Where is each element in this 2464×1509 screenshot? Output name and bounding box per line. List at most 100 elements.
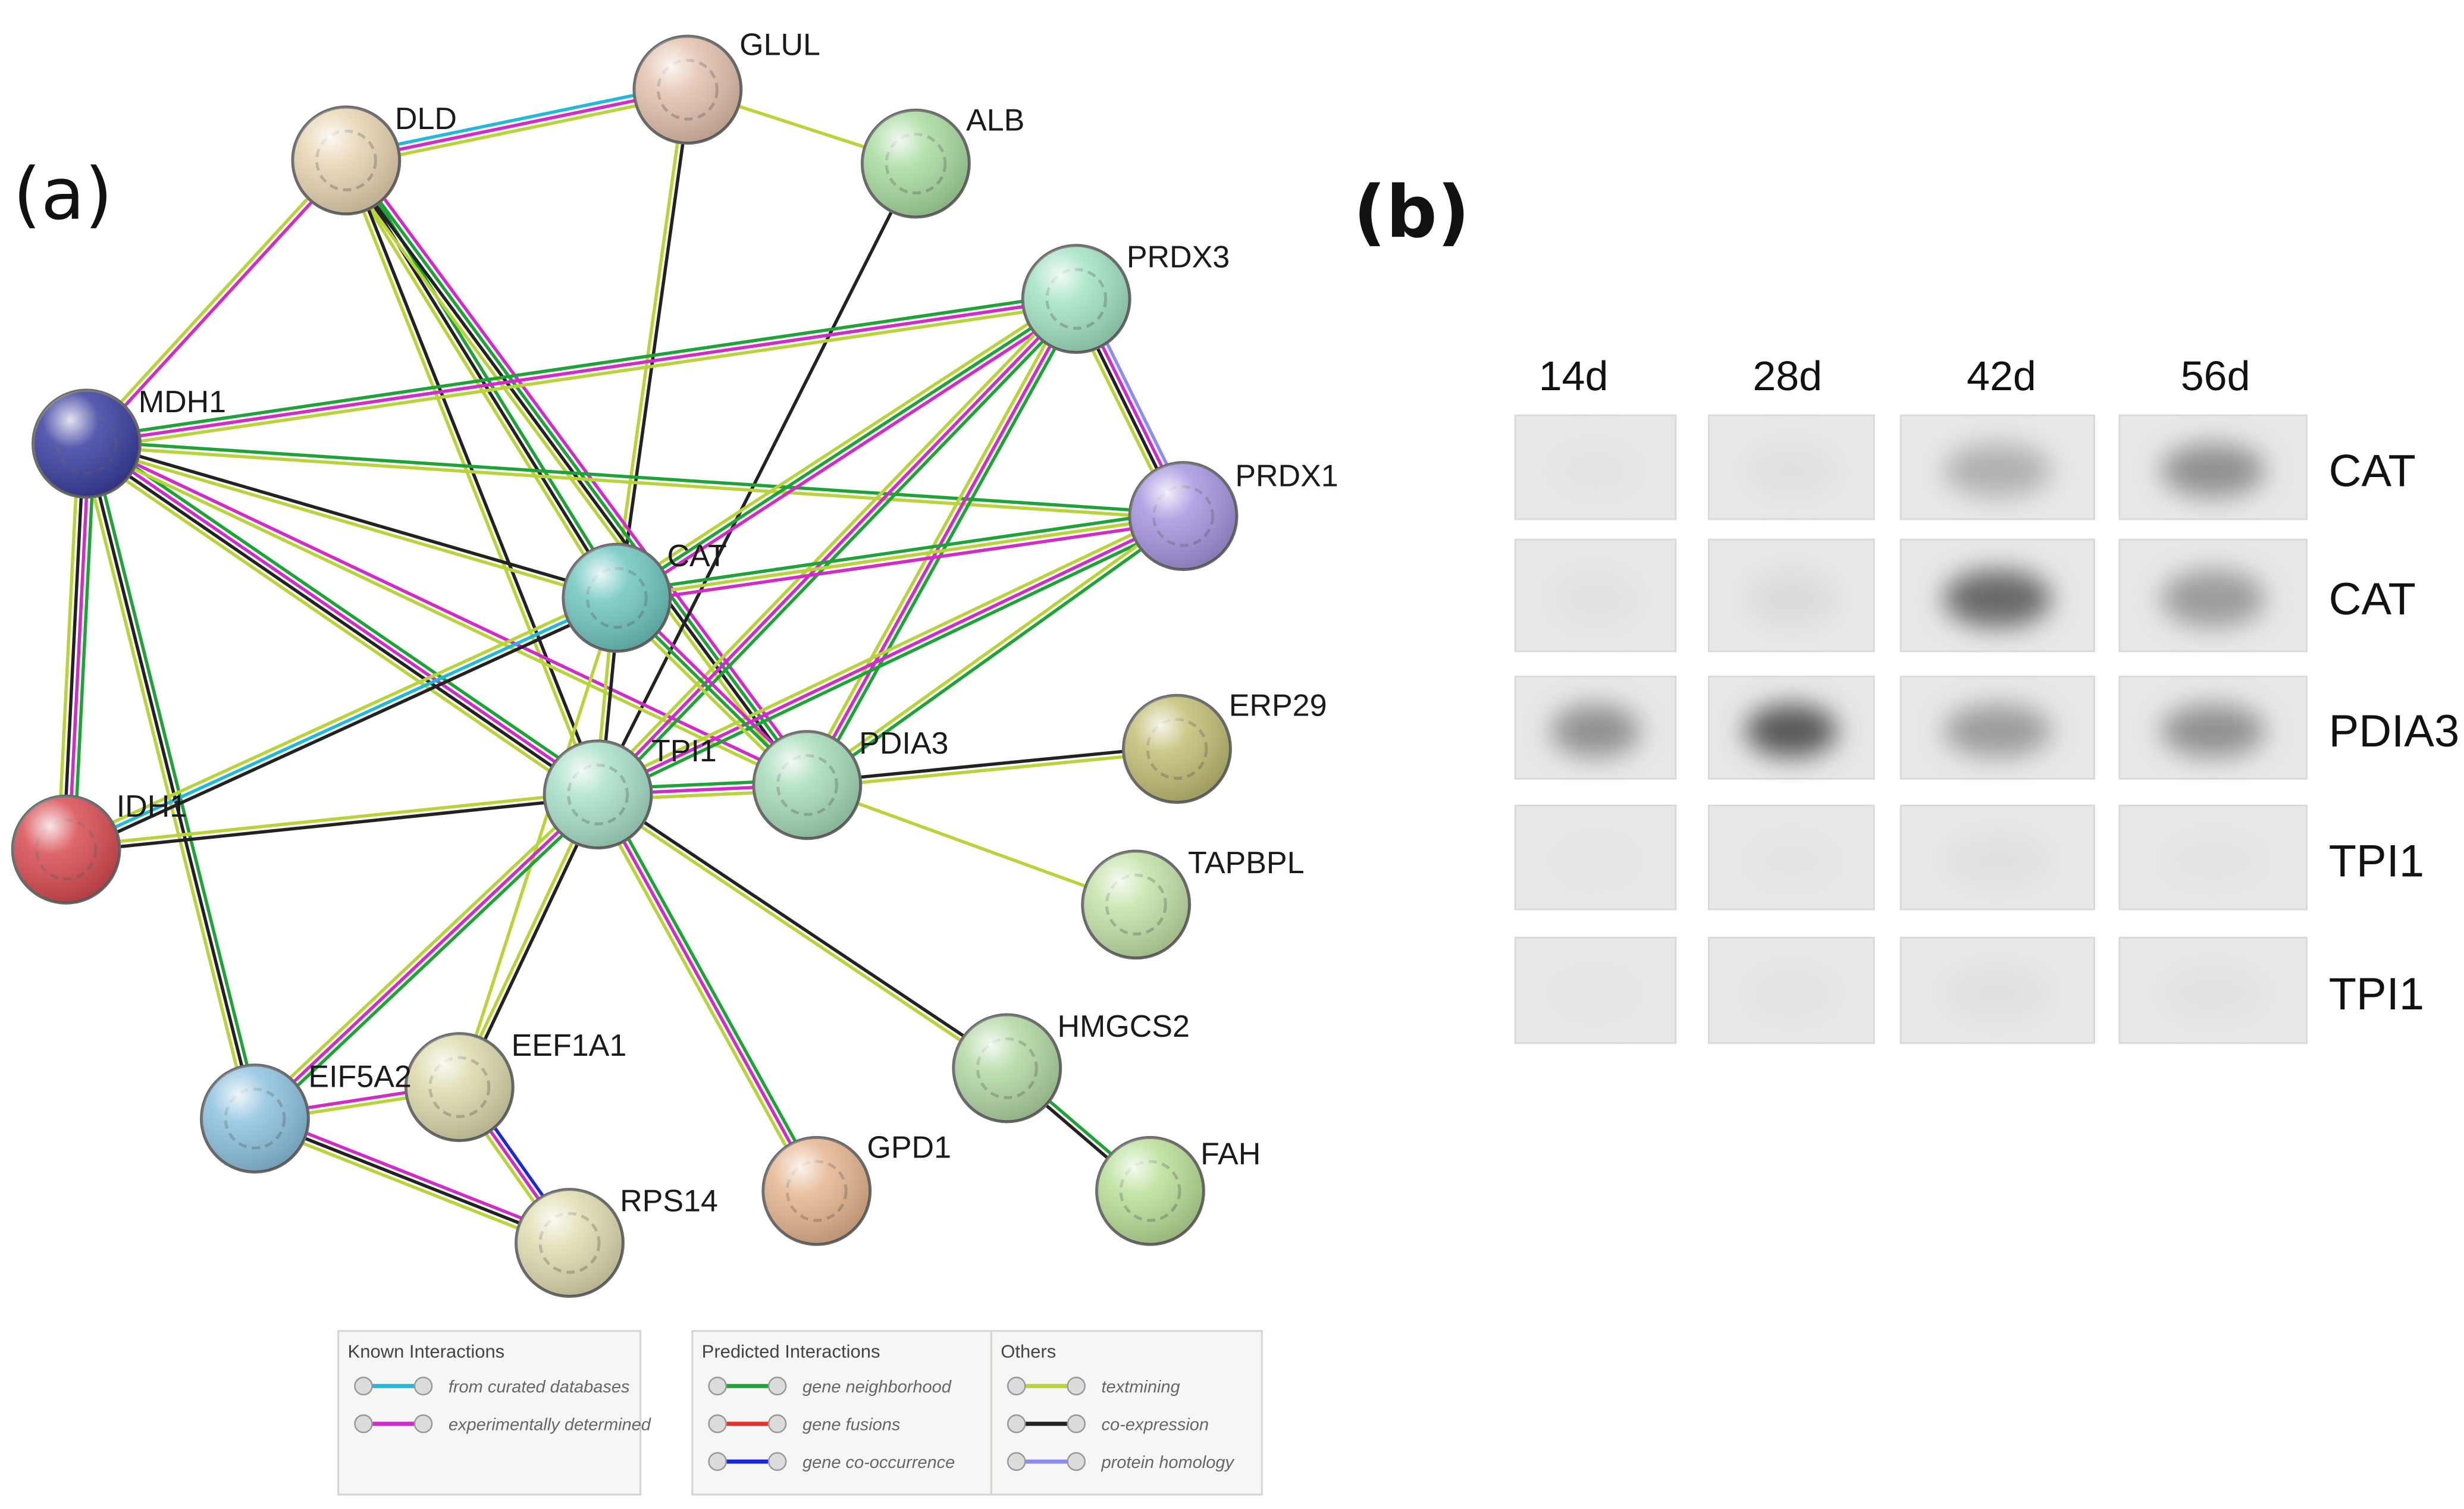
edge-line-textmining xyxy=(64,790,600,849)
blot-band xyxy=(1550,443,1641,498)
node-eif5a2[interactable]: EIF5A2 xyxy=(200,1060,412,1174)
node-gloss xyxy=(1082,851,1190,958)
edge-tpi1-hmgcs2 xyxy=(594,790,1011,1072)
edge-mdh1-eif5a2 xyxy=(79,440,262,1122)
edge-line-textmining xyxy=(805,783,1138,906)
edge-line-coexpression xyxy=(85,439,619,597)
node-dld[interactable]: DLD xyxy=(291,102,457,216)
node-gloss xyxy=(516,1189,623,1297)
node-erp29[interactable]: ERP29 xyxy=(1122,688,1327,804)
blot-row-label: TPI1 xyxy=(2329,836,2425,886)
node-label: MDH1 xyxy=(139,385,226,419)
blot-band xyxy=(1745,704,1838,758)
legend-dot xyxy=(767,1414,787,1433)
edge-prdx3-cat xyxy=(612,293,1081,604)
node-label: PRDX1 xyxy=(1235,459,1338,493)
node-glul[interactable]: GLUL xyxy=(632,28,820,145)
node-fah[interactable]: FAH xyxy=(1095,1135,1261,1246)
node-gloss xyxy=(1023,245,1130,353)
edge-line-textmining xyxy=(615,514,1185,600)
edge-dld-tpi1 xyxy=(341,158,603,798)
edge-line-coexpression xyxy=(596,162,918,796)
node-rps14[interactable]: RPS14 xyxy=(515,1184,718,1298)
edge-line-textmining xyxy=(594,509,1183,792)
edge-line-neighborhood xyxy=(85,439,1186,515)
node-gloss xyxy=(1130,462,1237,570)
legend-title: Others xyxy=(1001,1341,1056,1362)
edge-line-experimental xyxy=(617,302,1081,604)
blot-band xyxy=(1943,569,2052,628)
node-tapbpl[interactable]: TAPBPL xyxy=(1081,846,1305,960)
edge-line-coexpression xyxy=(805,744,1178,785)
node-label: EEF1A1 xyxy=(512,1028,627,1063)
node-cat[interactable]: CAT xyxy=(562,539,727,653)
legend-swatch-experimental xyxy=(354,1414,433,1433)
edge-line-neighborhood xyxy=(600,301,1082,800)
edge-pdia3-erp29 xyxy=(805,744,1179,790)
blot-row-label: PDIA3 xyxy=(2329,706,2460,757)
node-hmgcs2[interactable]: HMGCS2 xyxy=(952,1009,1190,1124)
edge-line-experimental xyxy=(87,161,350,447)
node-gloss xyxy=(292,106,400,214)
blot-band xyxy=(2161,569,2266,628)
node-pdia3[interactable]: PDIA3 xyxy=(752,726,949,840)
edge-line-neighborhood xyxy=(84,291,1077,440)
edge-tpi1-eif5a2 xyxy=(249,789,604,1124)
node-tpi1[interactable]: TPI1 xyxy=(543,734,717,850)
node-gloss xyxy=(33,390,140,497)
blot-band xyxy=(1745,443,1838,498)
node-idh1[interactable]: IDH1 xyxy=(11,789,187,905)
node-gloss xyxy=(1123,695,1231,802)
legend-item-label: protein homology xyxy=(1101,1453,1235,1472)
legend-dot xyxy=(708,1452,727,1472)
legend-box xyxy=(337,1330,642,1496)
blot-band xyxy=(2161,704,2266,758)
node-mdh1[interactable]: MDH1 xyxy=(32,385,227,499)
edge-prdx1-tpi1 xyxy=(594,509,1187,801)
edge-line-neighborhood xyxy=(807,516,1187,789)
node-prdx3[interactable]: PRDX3 xyxy=(1021,240,1230,354)
blot-column-label: 42d xyxy=(1967,353,2036,399)
edge-line-experimental xyxy=(596,792,819,1193)
blot-row-pdia3: PDIA3 xyxy=(1514,675,2460,780)
edge-eif5a2-rps14 xyxy=(251,1112,573,1250)
network-edges xyxy=(56,83,1192,1250)
blot-band xyxy=(1745,569,1838,628)
edge-prdx1-cat xyxy=(614,509,1186,605)
node-alb[interactable]: ALB xyxy=(860,103,1024,219)
edge-line-textmining xyxy=(341,159,597,798)
edge-line-experimental xyxy=(616,519,1186,605)
node-gloss xyxy=(634,36,741,143)
edge-line-neighborhood xyxy=(89,435,604,790)
node-eef1a1[interactable]: EEF1A1 xyxy=(404,1028,627,1143)
node-gpd1[interactable]: GPD1 xyxy=(761,1131,951,1246)
edge-line-experimental xyxy=(351,154,816,782)
blot-band xyxy=(1943,704,2052,758)
legend-dot xyxy=(1007,1414,1026,1433)
node-label: HMGCS2 xyxy=(1057,1009,1189,1044)
node-label: GLUL xyxy=(739,28,820,62)
edge-line-experimental xyxy=(255,1112,573,1240)
edge-line-neighborhood xyxy=(614,509,1184,594)
legend-swatch-cooccurrence xyxy=(708,1452,787,1472)
edge-prdx3-tpi1 xyxy=(592,293,1082,800)
node-prdx1[interactable]: PRDX1 xyxy=(1128,459,1338,571)
legend-item-label: textmining xyxy=(1102,1378,1180,1397)
edge-mdh1-prdx1 xyxy=(84,439,1186,520)
edge-line-experimental xyxy=(67,442,91,852)
legend-item-label: from curated databases xyxy=(449,1378,630,1397)
legend-item-label: gene co-occurrence xyxy=(802,1453,955,1472)
legend-swatch-homology xyxy=(1007,1452,1086,1472)
blot-row-tpi1: TPI1 xyxy=(1514,936,2424,1044)
edge-dld-mdh1 xyxy=(83,156,350,447)
blot-row-label: CAT xyxy=(2329,574,2416,625)
legend-dot xyxy=(1067,1414,1086,1433)
blot-band xyxy=(1550,966,1641,1021)
node-gloss xyxy=(544,741,652,848)
node-gloss xyxy=(953,1015,1061,1122)
edge-line-textmining xyxy=(345,93,691,168)
edge-prdx1-pdia3 xyxy=(804,512,1187,789)
